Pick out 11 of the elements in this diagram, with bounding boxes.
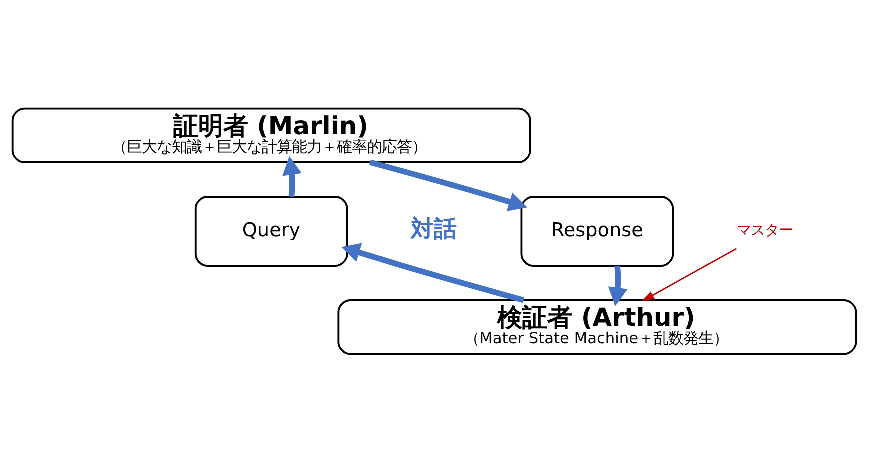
node-box: 証明者 (Marlin) （巨大な知識＋巨大な計算能力＋確率的応答）: [12, 108, 532, 164]
node-box: 検証者 (Arthur) （Mater State Machine＋乱数発生）: [338, 300, 858, 356]
arrow: [642, 248, 738, 302]
arrow: [608, 266, 628, 306]
arrow: [342, 243, 525, 304]
arrow: [369, 160, 528, 212]
node-box: Response: [520, 196, 674, 267]
node-box: Query: [194, 196, 348, 267]
node-text: マスター: [736, 222, 793, 239]
label: 対話: [411, 216, 458, 242]
arrow: [282, 156, 302, 198]
